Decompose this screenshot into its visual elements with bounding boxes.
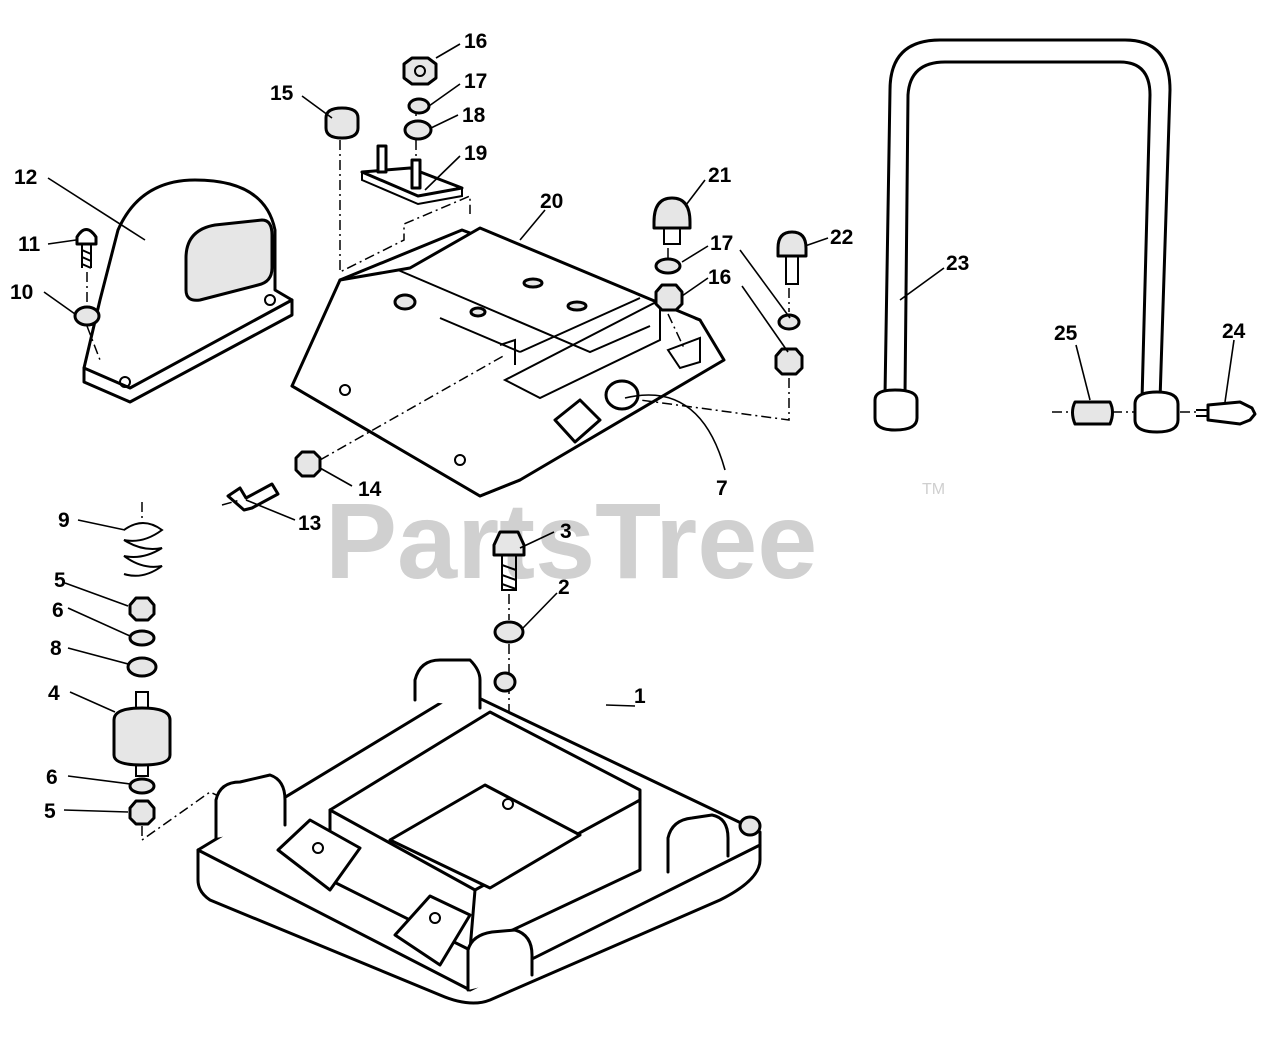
centerline-13-14 xyxy=(221,354,506,506)
label-13: 13 xyxy=(298,512,321,535)
label-9: 9 xyxy=(58,509,70,532)
label-15: 15 xyxy=(270,82,294,105)
centerline-21 xyxy=(667,248,685,349)
label-17a: 17 xyxy=(464,70,487,93)
part-1-base-plate[interactable] xyxy=(196,658,762,1005)
part-13-bolt[interactable] xyxy=(226,482,280,512)
label-6a: 6 xyxy=(52,599,64,622)
label-12: 12 xyxy=(14,166,37,189)
label-8: 8 xyxy=(50,637,62,660)
part-11-screw[interactable] xyxy=(75,228,98,269)
part-21-rubber-mount[interactable] xyxy=(652,196,692,245)
part-4-isolator[interactable] xyxy=(112,691,172,777)
part-9-spring[interactable] xyxy=(123,522,164,577)
label-5b: 5 xyxy=(44,800,56,823)
label-21: 21 xyxy=(708,164,732,187)
partstree-watermark: PartsTree xyxy=(325,480,817,601)
leader-7 xyxy=(624,394,726,471)
label-5a: 5 xyxy=(54,569,66,592)
label-25: 25 xyxy=(1054,322,1078,345)
label-23: 23 xyxy=(946,252,969,275)
centerline-10-12 xyxy=(86,272,101,361)
part-10-washer[interactable] xyxy=(73,305,101,327)
label-17b: 17 xyxy=(710,232,733,255)
label-16b: 16 xyxy=(708,266,731,289)
part-16-nut-right[interactable] xyxy=(654,283,684,312)
label-4: 4 xyxy=(48,682,60,705)
trademark-mark: TM xyxy=(922,481,945,498)
label-3: 3 xyxy=(560,520,572,543)
part-5-nut-bottom[interactable] xyxy=(128,799,156,826)
leader-lines xyxy=(43,43,1235,813)
part-24-pin[interactable] xyxy=(1196,400,1257,426)
label-10: 10 xyxy=(10,281,33,304)
label-19: 19 xyxy=(464,142,487,165)
label-22: 22 xyxy=(830,226,853,249)
label-11: 11 xyxy=(18,233,41,256)
part-17-lockwasher-top[interactable] xyxy=(407,97,431,115)
part-15-plug[interactable] xyxy=(324,106,360,140)
part-16-nut-top[interactable] xyxy=(402,56,438,86)
part-12-belt-guard[interactable] xyxy=(82,178,294,404)
part-8-washer[interactable] xyxy=(126,656,158,678)
label-16a: 16 xyxy=(464,30,487,53)
label-7: 7 xyxy=(716,477,728,500)
label-2: 2 xyxy=(558,576,570,599)
label-6b: 6 xyxy=(46,766,58,789)
part-19-stud-bracket[interactable] xyxy=(360,144,464,206)
part-23-handle[interactable] xyxy=(873,38,1180,434)
part-14-nut[interactable] xyxy=(294,450,322,478)
part-17-lockwasher-far[interactable] xyxy=(777,313,801,331)
part-20-engine-base[interactable] xyxy=(290,226,726,498)
part-22-bumper[interactable] xyxy=(776,230,808,285)
part-25-bushing[interactable] xyxy=(1071,400,1114,426)
part-18-washer[interactable] xyxy=(403,119,433,141)
label-20: 20 xyxy=(540,190,563,213)
part-17-lockwasher-right[interactable] xyxy=(654,257,682,275)
centerline-15-19 xyxy=(339,140,471,274)
part-3-bolt[interactable] xyxy=(492,530,526,591)
label-24: 24 xyxy=(1222,320,1246,343)
part-5-nut-top[interactable] xyxy=(128,596,156,622)
centerline-22 xyxy=(639,288,790,421)
label-14: 14 xyxy=(358,478,382,501)
part-6-washer-bottom[interactable] xyxy=(128,777,156,795)
callout-labels: 1 2 3 4 5 5 6 6 7 8 9 10 11 12 13 14 15 … xyxy=(10,30,1246,823)
part-2-washer[interactable] xyxy=(493,620,525,644)
label-18: 18 xyxy=(462,104,486,127)
label-1: 1 xyxy=(634,685,646,708)
part-6-washer-top[interactable] xyxy=(128,629,156,647)
part-16-nut-far[interactable] xyxy=(774,347,804,376)
